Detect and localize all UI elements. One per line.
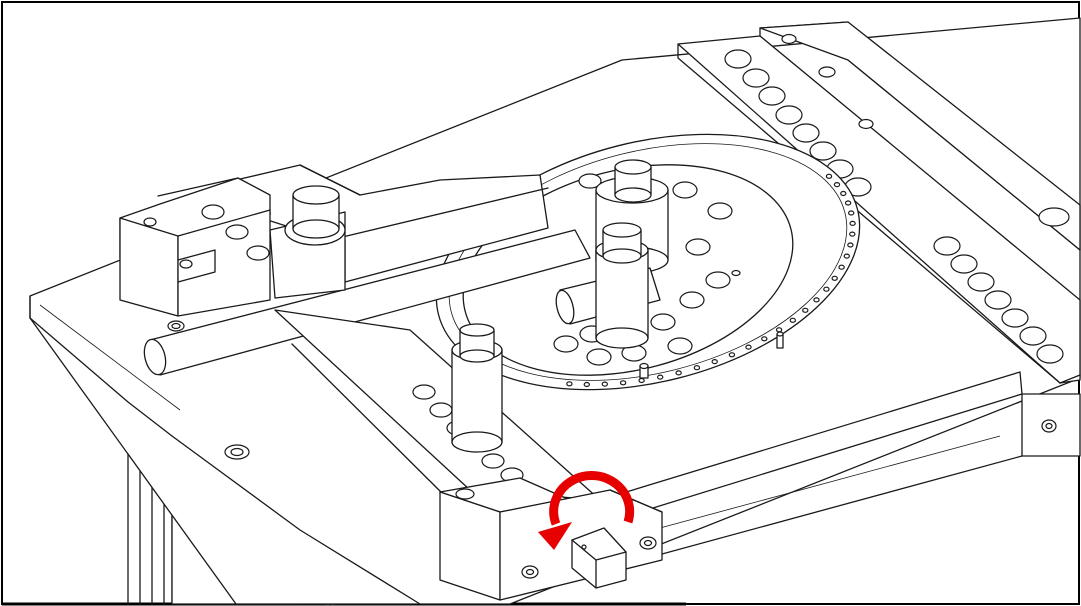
stopper-pin	[451, 323, 503, 453]
left-clamp-block	[119, 177, 271, 332]
disc-notch	[848, 210, 855, 216]
disc-notch	[843, 253, 851, 259]
roller-pin	[555, 222, 661, 349]
disc-notch	[601, 381, 609, 387]
disc-notch	[849, 220, 856, 226]
disc-notch	[775, 327, 783, 333]
disc-notch	[657, 374, 664, 380]
disc-notch	[728, 352, 736, 358]
rotate-counterclockwise-arrow-icon	[538, 471, 635, 550]
disc-notch	[745, 344, 752, 350]
disc-notch	[825, 173, 833, 179]
disc-notch	[840, 190, 847, 197]
right-guide-rail	[677, 21, 1081, 457]
disc-notch	[583, 381, 591, 388]
bending-arm	[143, 164, 591, 376]
disc-notch	[711, 359, 718, 365]
disc-notch	[849, 231, 856, 237]
disc-notch	[813, 297, 820, 303]
disc-notch	[693, 365, 701, 371]
disc-notch	[844, 200, 852, 206]
disc-notch	[831, 275, 838, 281]
adjusting-knob	[571, 527, 627, 589]
disc-notch	[789, 317, 797, 323]
disc-notch	[761, 336, 768, 342]
disc-notch	[566, 381, 573, 387]
disc-notch	[823, 286, 830, 292]
disc-notch	[638, 377, 645, 384]
disc-notch	[838, 264, 845, 270]
disc-notch	[619, 380, 627, 386]
disc-notch	[847, 242, 854, 248]
disc-notch	[675, 370, 682, 376]
disc-notch	[833, 182, 841, 188]
disc-notch	[802, 307, 809, 313]
